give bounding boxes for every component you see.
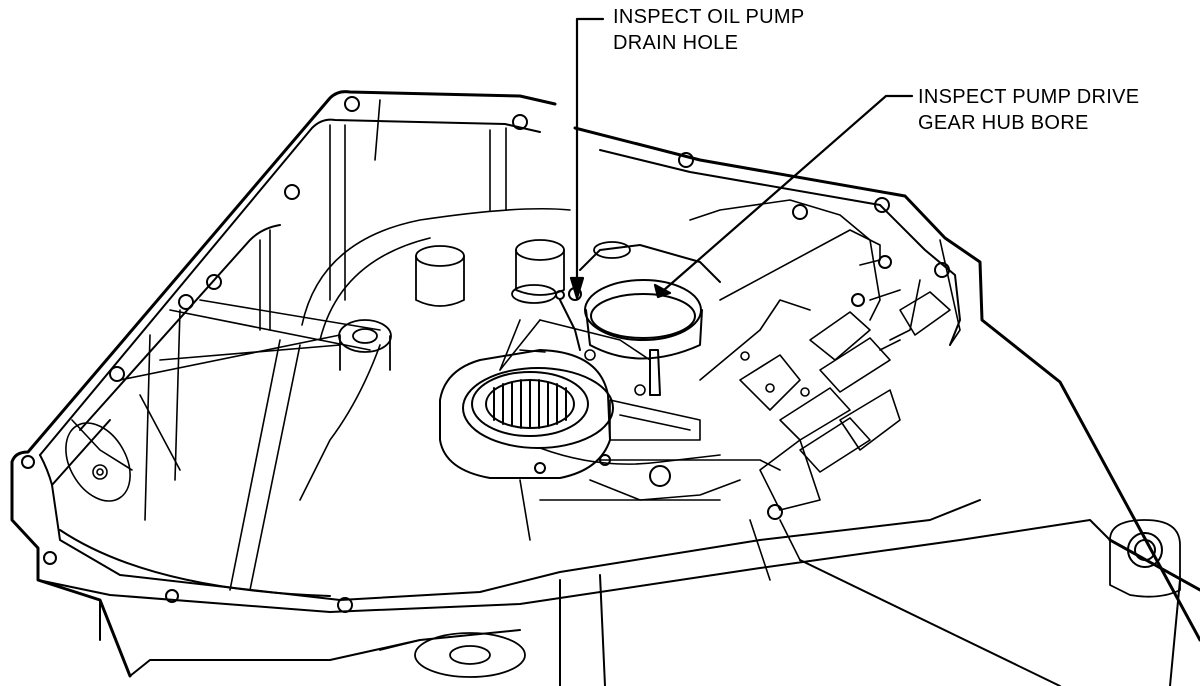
callout-drain-line1: INSPECT OIL PUMP xyxy=(613,6,805,28)
flange-rim xyxy=(37,118,1181,686)
right-boss xyxy=(1109,519,1181,598)
bottom-bore xyxy=(379,632,526,678)
callout-bore-line2: GEAR HUB BORE xyxy=(918,112,1089,134)
pump-web xyxy=(499,319,781,541)
callout-oil-pump-drain-hole: INSPECT OIL PUMP DRAIN HOLE xyxy=(613,4,805,56)
left-boss xyxy=(65,419,133,502)
bolt-holes xyxy=(21,96,1163,613)
drain-hole-arrowhead xyxy=(569,276,585,300)
callout-pump-drive-gear-hub-bore: INSPECT PUMP DRIVE GEAR HUB BORE xyxy=(918,84,1139,136)
hub-bore-arrowhead xyxy=(653,283,672,299)
hub-bore xyxy=(555,244,721,396)
hub-bore-leader xyxy=(662,94,914,292)
housing-outline xyxy=(10,90,1200,678)
right-pockets xyxy=(689,199,961,581)
leader-lines xyxy=(569,17,914,300)
callout-bore-line1: INSPECT PUMP DRIVE xyxy=(918,86,1140,108)
left-chamber-ribs xyxy=(119,99,571,591)
bearing-boss xyxy=(439,349,614,479)
callout-drain-line2: DRAIN HOLE xyxy=(613,32,739,54)
drain-hole-leader xyxy=(575,17,605,294)
